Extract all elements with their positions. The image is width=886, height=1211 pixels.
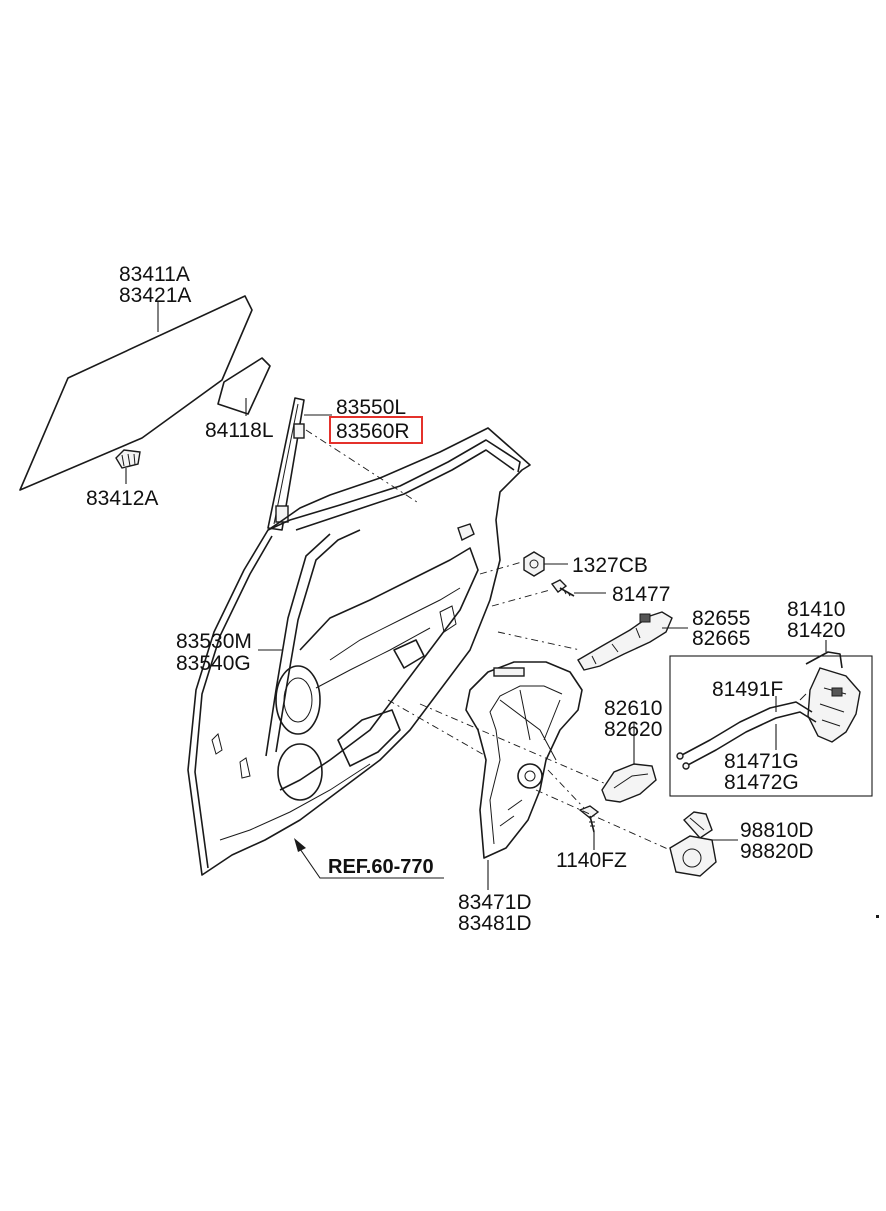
label-81477[interactable]: 81477 [612,583,670,606]
leader-lines [125,302,827,890]
label-1140fz[interactable]: 1140FZ [556,849,627,872]
inside-handle[interactable] [601,763,657,803]
label-98820d[interactable]: 98820D [740,840,814,863]
latch-assembly-box [669,655,873,797]
ref-arrow [294,838,444,879]
label-84118l[interactable]: 84118L [205,419,274,442]
label-83481d[interactable]: 83481D [458,912,532,935]
label-81410[interactable]: 81410 [787,598,845,621]
label-81472g[interactable]: 81472G [724,771,799,794]
label-83471d[interactable]: 83471D [458,891,532,914]
label-98810d[interactable]: 98810D [740,819,814,842]
label-81420[interactable]: 81420 [787,619,845,642]
label-83411a[interactable]: 83411A [119,263,190,286]
door-glass[interactable] [19,295,253,491]
assembly-lines [305,429,671,851]
label-83530m[interactable]: 83530M [176,630,252,653]
nut-1327cb[interactable] [523,551,545,577]
label-83421a[interactable]: 83421A [119,284,191,307]
bolt-81477[interactable] [550,579,575,597]
outside-handle-bracket[interactable] [577,611,673,671]
label-82610[interactable]: 82610 [604,697,662,720]
label-ref-60-770[interactable]: REF.60-770 [328,856,434,878]
latch-cables[interactable] [676,693,817,770]
label-81471g[interactable]: 81471G [724,750,799,773]
corner-mark [876,915,879,918]
label-83550l[interactable]: 83550L [336,396,406,419]
label-81491f[interactable]: 81491F [712,678,783,701]
glass-channel-piece[interactable] [217,357,271,415]
label-82665[interactable]: 82665 [692,627,750,650]
label-83560r[interactable]: 83560R [336,420,410,443]
bolt-1140fz[interactable] [578,805,600,833]
label-82655[interactable]: 82655 [692,607,750,630]
door-panel[interactable] [187,427,531,876]
label-83412a[interactable]: 83412A [86,487,158,510]
door-latch[interactable] [805,651,861,743]
window-regulator[interactable] [465,661,583,859]
label-83540g[interactable]: 83540G [176,652,251,675]
glass-clip[interactable] [115,449,141,469]
rear-channel[interactable] [267,397,305,531]
label-1327cb[interactable]: 1327CB [572,554,648,577]
highlight-box [329,416,423,444]
label-82620[interactable]: 82620 [604,718,662,741]
regulator-motor[interactable] [669,811,717,877]
